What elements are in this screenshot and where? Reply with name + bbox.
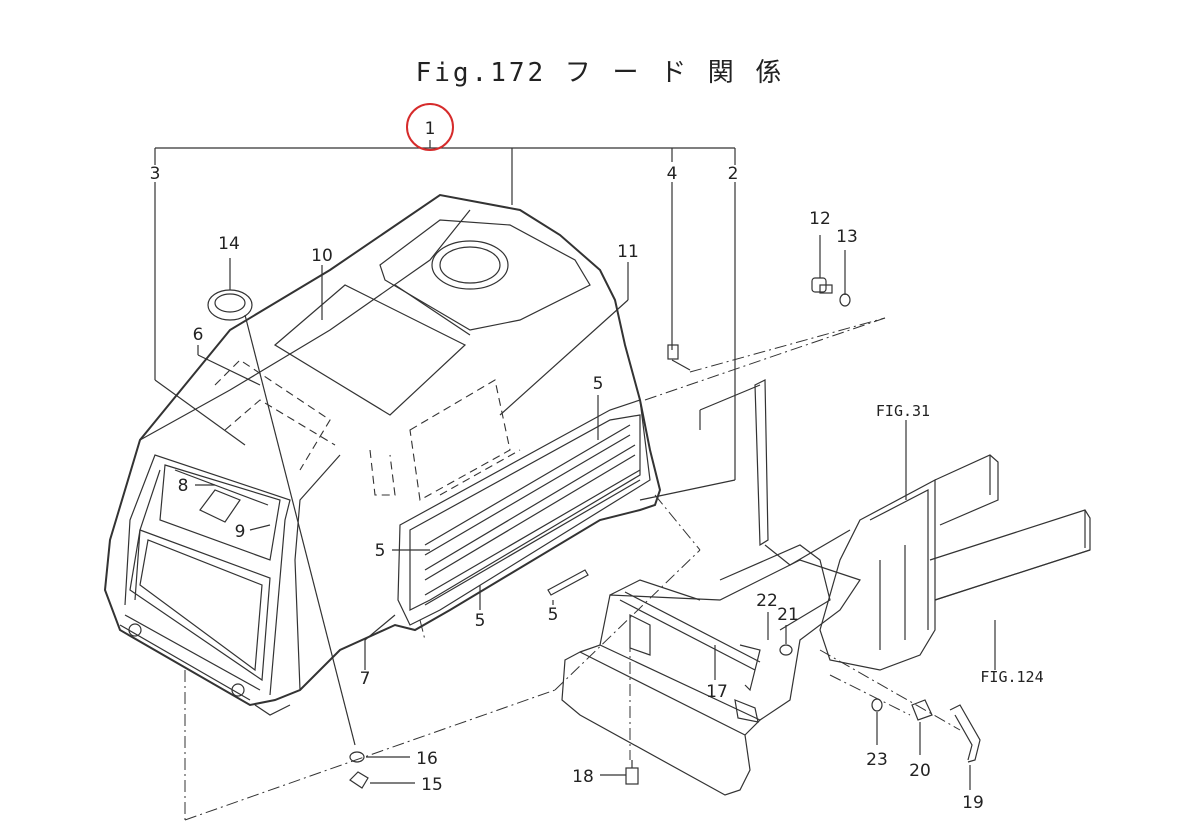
alignment-lines — [184, 317, 886, 821]
figure-title: Fig.172 フ ー ド 関 係 — [415, 58, 785, 88]
callout-9[interactable]: 9 — [235, 522, 246, 542]
callout-19[interactable]: 19 — [962, 793, 984, 813]
callout-12[interactable]: 12 — [809, 209, 831, 229]
callout-4[interactable]: 4 — [667, 164, 678, 184]
callout-7[interactable]: 7 — [360, 669, 371, 689]
part-15-clip — [349, 771, 415, 789]
callout-23[interactable]: 23 — [866, 750, 888, 770]
callout-5-strip[interactable]: 5 — [548, 605, 559, 625]
chassis-frame — [699, 379, 1091, 671]
leader-long-16 — [244, 314, 356, 746]
lower-frame — [561, 559, 981, 796]
callout-14[interactable]: 14 — [218, 234, 240, 254]
callout-22[interactable]: 22 — [756, 591, 778, 611]
callout-6[interactable]: 6 — [193, 325, 204, 345]
part-5-strip — [547, 569, 589, 605]
callout-3[interactable]: 3 — [150, 164, 161, 184]
callout-16[interactable]: 16 — [416, 749, 438, 769]
callout-21[interactable]: 21 — [777, 605, 799, 625]
reference-fig-124[interactable]: FIG.124 — [980, 668, 1043, 686]
reference-fig-31[interactable]: FIG.31 — [876, 402, 930, 420]
leader-7b — [364, 614, 396, 641]
part-4-pin — [667, 344, 691, 371]
leader-6b — [197, 354, 261, 386]
part-14-cap — [207, 258, 253, 321]
callout-2[interactable]: 2 — [728, 164, 739, 184]
leader-9 — [249, 524, 271, 531]
callout-18[interactable]: 18 — [572, 767, 594, 787]
callout-8[interactable]: 8 — [178, 476, 189, 496]
bracket-lines — [154, 140, 736, 501]
part-13-washer — [839, 250, 851, 307]
hood — [103, 193, 662, 716]
part-12-bolt — [811, 235, 833, 294]
callout-15[interactable]: 15 — [421, 775, 443, 795]
leader-11b — [499, 299, 629, 416]
highlight-circle — [406, 103, 454, 151]
callout-20[interactable]: 20 — [909, 761, 931, 781]
part-16-washer — [349, 751, 410, 763]
callout-11[interactable]: 11 — [617, 242, 639, 262]
callout-1[interactable]: 1 — [425, 119, 436, 139]
callout-5-left[interactable]: 5 — [375, 541, 386, 561]
callout-17[interactable]: 17 — [706, 682, 728, 702]
callout-5-upper[interactable]: 5 — [593, 374, 604, 394]
callout-13[interactable]: 13 — [836, 227, 858, 247]
callout-10[interactable]: 10 — [311, 246, 333, 266]
callout-5-lower[interactable]: 5 — [475, 611, 486, 631]
